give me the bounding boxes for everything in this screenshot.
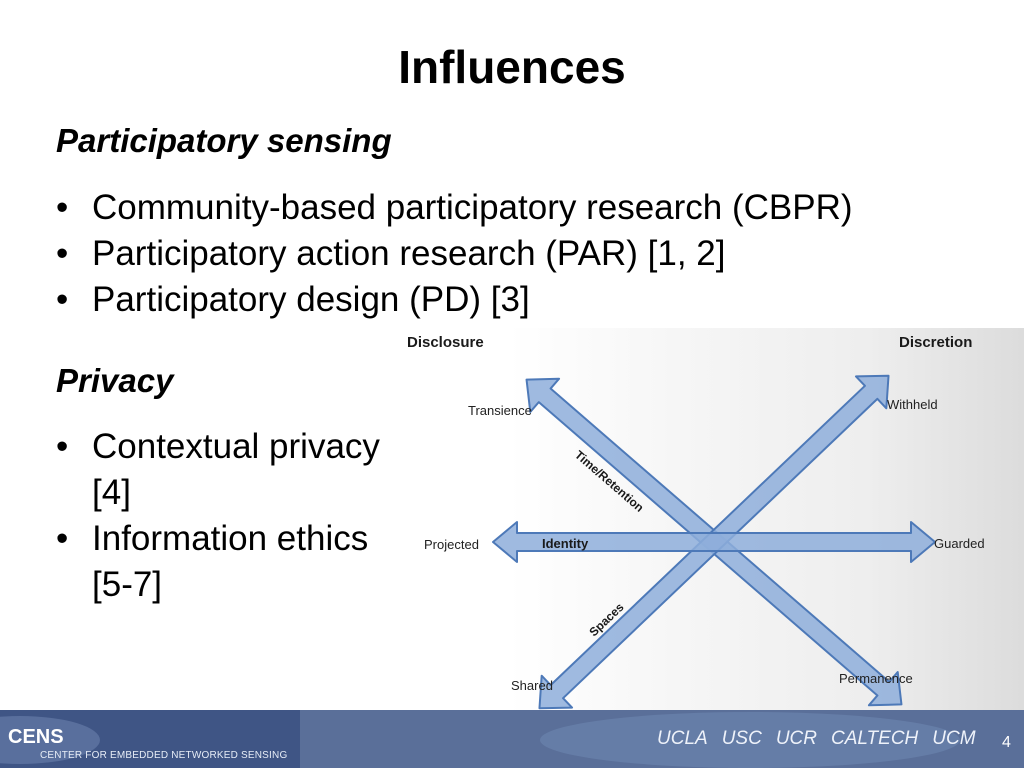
list-item: • Participatory design (PD) [3] [56, 277, 853, 323]
shared-label: Shared [511, 678, 553, 693]
bullet-icon: • [56, 188, 69, 227]
list-item: • Information ethics [5-7] [56, 516, 380, 608]
university-name: UCLA [657, 728, 708, 749]
section-heading-privacy: Privacy [56, 362, 174, 399]
identity-arrow [492, 521, 936, 563]
bullet-icon: • [56, 234, 69, 273]
list-item: • Community-based participatory research … [56, 185, 853, 231]
withheld-label: Withheld [887, 397, 938, 412]
list-item-text: Community-based participatory research (… [92, 188, 853, 227]
list-item-text: Participatory action research (PAR) [1, … [92, 234, 726, 273]
slide-title: Influences [398, 41, 626, 93]
university-name: UCM [932, 728, 976, 749]
list-item-text: Contextual privacy [92, 427, 380, 466]
section-heading-participatory-sensing: Participatory sensing [56, 122, 392, 159]
list-item: • Contextual privacy [4] [56, 424, 380, 516]
bullet-icon: • [56, 519, 69, 558]
discretion-header: Discretion [899, 334, 972, 351]
permanence-label: Permanence [839, 671, 913, 686]
university-list: UCLA USC UCR CALTECH UCM [657, 728, 990, 750]
bullet-icon: • [56, 427, 69, 466]
list-item: • Participatory action research (PAR) [1,… [56, 231, 853, 277]
list-item-text-continued: [4] [92, 473, 131, 512]
org-name: CENTER FOR EMBEDDED NETWORKED SENSING [40, 750, 288, 761]
university-name: CALTECH [830, 728, 919, 749]
privacy-list: • Contextual privacy [4] • Information ethi… [56, 424, 380, 608]
list-item-text: Information ethics [92, 519, 369, 558]
university-name: UCR [775, 728, 817, 749]
footer-decorative-oval [540, 712, 960, 768]
privacy-dimensions-diagram: Disclosure Discretion Transience Withhel… [395, 328, 1024, 710]
disclosure-header: Disclosure [407, 334, 484, 351]
participatory-sensing-list: • Community-based participatory research … [56, 185, 853, 323]
identity-axis-label: Identity [542, 536, 589, 551]
cens-logo: CENS [8, 726, 64, 748]
university-name: USC [721, 728, 762, 749]
list-item-text-continued: [5-7] [92, 565, 163, 604]
privacy-dimensions-svg: Disclosure Discretion Transience Withhel… [407, 334, 985, 710]
list-item-text: Participatory design (PD) [3] [92, 280, 530, 319]
guarded-label: Guarded [934, 536, 985, 551]
projected-label: Projected [424, 537, 479, 552]
slide-footer: CENS CENTER FOR EMBEDDED NETWORKED SENSI… [0, 710, 1024, 768]
bullet-icon: • [56, 280, 69, 319]
transience-label: Transience [468, 403, 532, 418]
page-number: 4 [1002, 734, 1011, 751]
